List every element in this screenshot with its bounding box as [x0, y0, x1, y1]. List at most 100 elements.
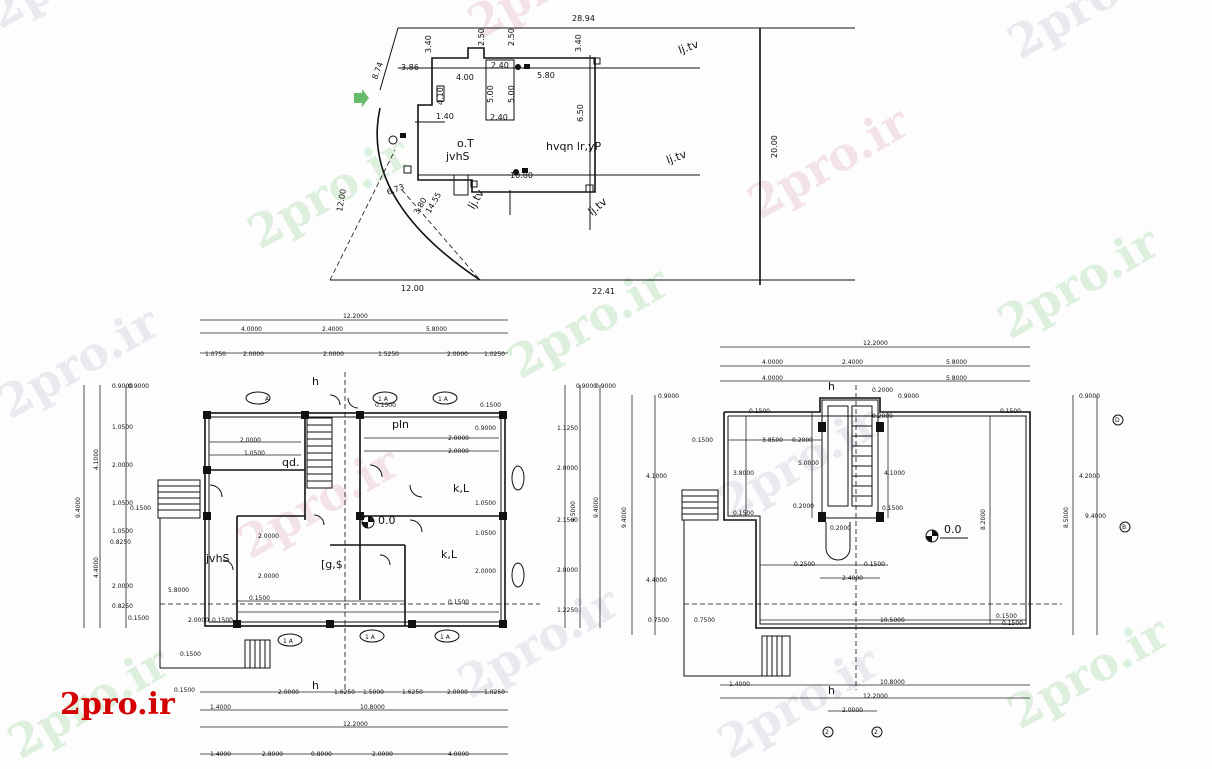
ground-columns — [203, 411, 507, 628]
svg-text:h: h — [828, 684, 835, 697]
svg-text:1.0250: 1.0250 — [484, 689, 505, 696]
svg-text:20.00: 20.00 — [770, 135, 779, 158]
svg-text:2.0000: 2.0000 — [240, 437, 261, 444]
svg-text:0.1500: 0.1500 — [1002, 620, 1023, 627]
svg-text:1.0250: 1.0250 — [484, 351, 505, 358]
watermark-text: 2pro.ir — [0, 0, 159, 40]
svg-text:2.0000: 2.0000 — [188, 617, 209, 624]
svg-text:2.0000: 2.0000 — [475, 568, 496, 575]
svg-text:3.8000: 3.8000 — [733, 470, 754, 477]
svg-text:o.T: o.T — [457, 137, 474, 150]
svg-text:2.0000: 2.0000 — [447, 351, 468, 358]
ground-floor-plan: 12.2000 4.0000 2.4000 5.8000 1.0750 2.00… — [75, 313, 616, 758]
svg-text:0.1500: 0.1500 — [733, 510, 754, 517]
svg-text:hvqn lr,yP: hvqn lr,yP — [546, 140, 602, 153]
svg-text:2.4000: 2.4000 — [842, 359, 863, 366]
room-label: jvhS — [205, 552, 230, 565]
svg-text:2.0000: 2.0000 — [447, 689, 468, 696]
svg-text:22.41: 22.41 — [592, 287, 615, 296]
svg-text:4.4000: 4.4000 — [93, 557, 100, 578]
svg-text:2.4000: 2.4000 — [842, 575, 863, 582]
site-logo[interactable]: 2pro.ir — [60, 687, 175, 722]
svg-text:2.0000: 2.0000 — [278, 689, 299, 696]
svg-text:2.0000: 2.0000 — [112, 583, 133, 590]
svg-text:0.1500: 0.1500 — [180, 651, 201, 658]
svg-text:0.1500: 0.1500 — [882, 505, 903, 512]
svg-text:0.7500: 0.7500 — [694, 617, 715, 624]
svg-text:5.8000: 5.8000 — [426, 326, 447, 333]
svg-text:0.9000: 0.9000 — [576, 383, 597, 390]
svg-text:0.9000: 0.9000 — [128, 383, 149, 390]
svg-text:1 A: 1 A — [438, 396, 449, 403]
ground-entrance-steps — [157, 479, 201, 519]
svg-text:3.8500: 3.8500 — [762, 437, 783, 444]
site-plan: 28.94 3.40 2.50 2.50 3.40 8.74 — [329, 14, 855, 296]
svg-text:0.7500: 0.7500 — [648, 617, 669, 624]
svg-text:0.1500: 0.1500 — [692, 437, 713, 444]
svg-text:1.5250: 1.5250 — [378, 351, 399, 358]
svg-text:0.1500: 0.1500 — [480, 402, 501, 409]
svg-text:1.0500: 1.0500 — [244, 450, 265, 457]
svg-text:0.0: 0.0 — [378, 514, 396, 527]
svg-text:0.1500: 0.1500 — [1000, 408, 1021, 415]
svg-text:5.0000: 5.0000 — [798, 460, 819, 467]
svg-text:12.2000: 12.2000 — [863, 693, 888, 700]
svg-text:4.0000: 4.0000 — [762, 375, 783, 382]
svg-text:12.2000: 12.2000 — [343, 721, 368, 728]
svg-text:2.40: 2.40 — [490, 113, 508, 122]
svg-text:A: A — [265, 396, 270, 403]
svg-text:9.4000: 9.4000 — [1085, 513, 1106, 520]
svg-text:12.2000: 12.2000 — [863, 340, 888, 347]
room-label: k,L — [441, 548, 458, 561]
svg-text:4.5000: 4.5000 — [570, 501, 577, 522]
svg-text:1.40: 1.40 — [436, 112, 454, 121]
svg-text:3.86: 3.86 — [401, 63, 419, 72]
svg-text:8.74: 8.74 — [370, 61, 385, 81]
svg-text:2.0000: 2.0000 — [448, 435, 469, 442]
svg-text:2.40: 2.40 — [491, 61, 509, 70]
svg-text:0.9000: 0.9000 — [658, 393, 679, 400]
svg-text:0.1500: 0.1500 — [996, 613, 1017, 620]
watermark-text: 2pro.ir — [739, 94, 919, 229]
svg-text:h: h — [828, 380, 835, 393]
svg-text:4.2000: 4.2000 — [1079, 473, 1100, 480]
svg-text:0.8250: 0.8250 — [112, 603, 133, 610]
watermark-text: 2pro.ir — [499, 254, 679, 389]
svg-text:0.2000: 0.2000 — [793, 503, 814, 510]
site-curve-boundary — [376, 107, 481, 281]
svg-text:12.00: 12.00 — [335, 188, 348, 212]
svg-text:2.0000: 2.0000 — [323, 351, 344, 358]
svg-text:0.1500: 0.1500 — [128, 615, 149, 622]
svg-text:0.9000: 0.9000 — [475, 425, 496, 432]
svg-text:0.1500: 0.1500 — [448, 599, 469, 606]
svg-text:0.1500: 0.1500 — [864, 561, 885, 568]
svg-text:2.0000: 2.0000 — [258, 573, 279, 580]
svg-text:1.0500: 1.0500 — [112, 500, 133, 507]
svg-text:4.1000: 4.1000 — [646, 473, 667, 480]
svg-text:4.4000: 4.4000 — [646, 577, 667, 584]
svg-text:D: D — [1115, 417, 1120, 424]
svg-text:12.00: 12.00 — [401, 284, 424, 293]
watermark-text: 2pro.ir — [709, 634, 889, 769]
room-label: k,L — [453, 482, 470, 495]
svg-text:4.1000: 4.1000 — [884, 470, 905, 477]
svg-text:4.10: 4.10 — [436, 87, 445, 105]
svg-text:1.0500: 1.0500 — [112, 528, 133, 535]
svg-text:2.4000: 2.4000 — [322, 326, 343, 333]
upper-columns — [818, 422, 884, 522]
svg-text:0.9000: 0.9000 — [898, 393, 919, 400]
watermark-text: 2pro.ir — [989, 214, 1169, 349]
svg-text:3.40: 3.40 — [574, 34, 583, 52]
svg-text:0.0: 0.0 — [944, 523, 962, 536]
svg-text:1 A: 1 A — [440, 634, 451, 641]
svg-text:2: 2 — [874, 729, 878, 736]
svg-text:5.00: 5.00 — [507, 85, 516, 103]
watermark-text: 2pro.ir — [449, 574, 629, 709]
site-left-line — [379, 27, 399, 91]
svg-text:8.2000: 8.2000 — [980, 509, 987, 530]
svg-text:1.0500: 1.0500 — [112, 424, 133, 431]
svg-text:2.0000: 2.0000 — [448, 448, 469, 455]
svg-text:0.9000: 0.9000 — [112, 383, 133, 390]
